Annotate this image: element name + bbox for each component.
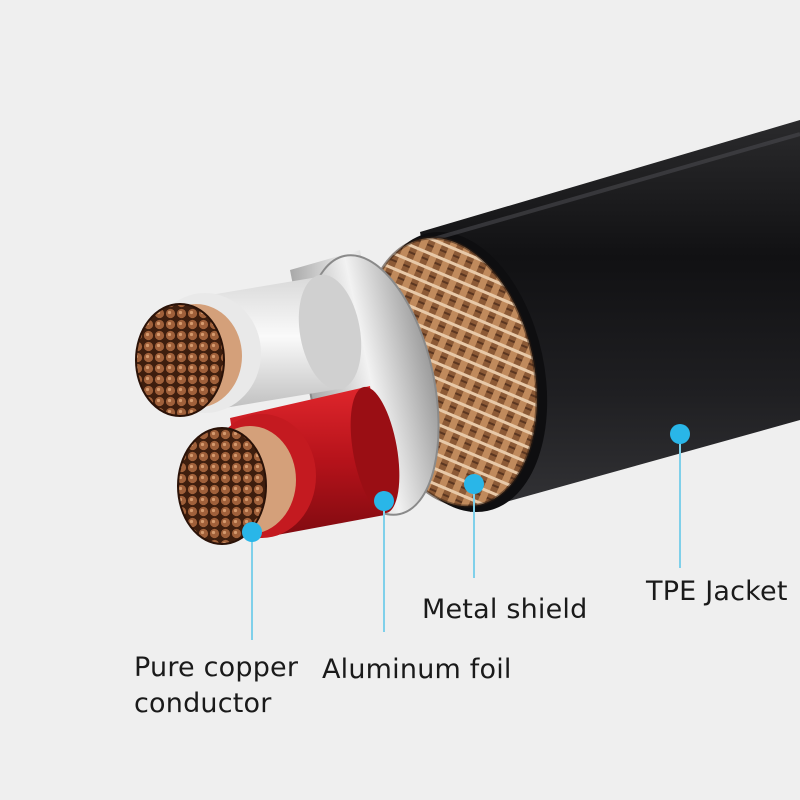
copper-label-line2: conductor (134, 688, 272, 720)
aluminum-foil-label: Aluminum foil (322, 654, 512, 685)
metal-shield-label: Metal shield (422, 594, 588, 625)
jacket-marker-dot (670, 424, 690, 444)
copper-marker-dot (242, 522, 262, 542)
foil-marker-dot (374, 491, 394, 511)
leader-lines (251, 436, 681, 640)
red-conductor (177, 386, 400, 545)
copper-conductor-label: Pure copper conductor (134, 650, 298, 723)
tpe-jacket-label: TPE Jacket (646, 576, 788, 607)
white-conductor (135, 274, 362, 417)
shield-marker-dot (464, 474, 484, 494)
copper-label-line1: Pure copper (134, 652, 299, 683)
